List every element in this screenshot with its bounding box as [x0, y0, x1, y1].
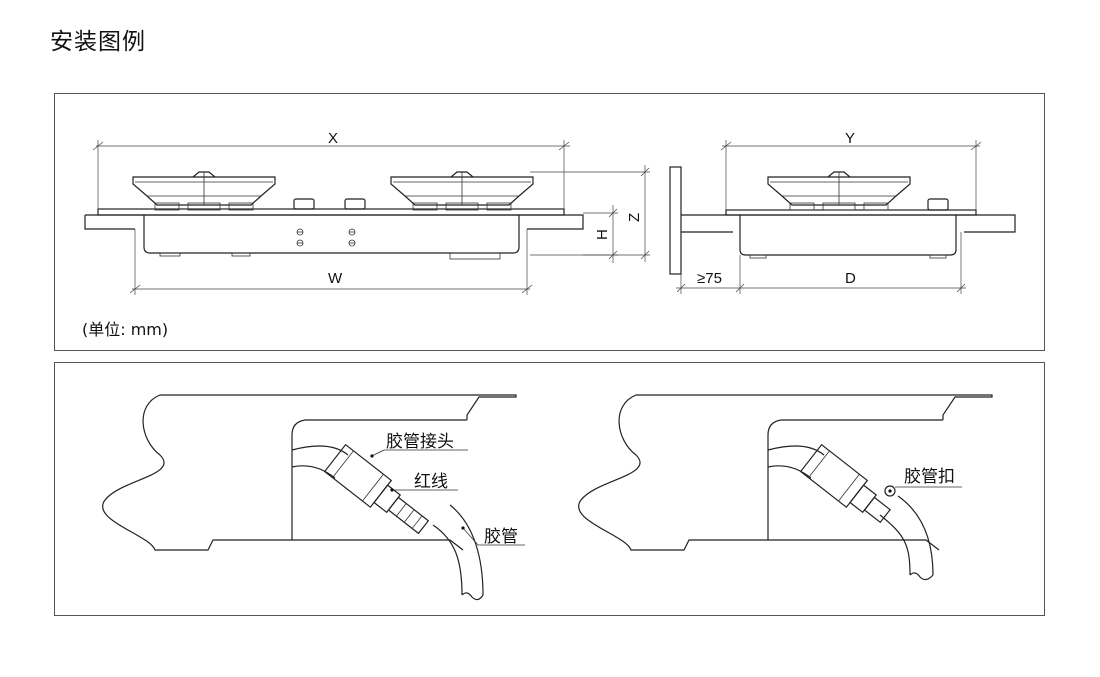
callout-hose-connector: 胶管接头: [386, 432, 454, 452]
front-view-drawing: [84, 140, 650, 295]
dimension-d-label: D: [845, 270, 856, 287]
page-title: 安装图例: [50, 29, 146, 55]
hose-connection-panel: [54, 362, 1045, 616]
dimension-diagram-panel: [54, 93, 1045, 351]
connection-b-drawing: [578, 394, 993, 581]
dimension-y-label: Y: [845, 130, 855, 147]
side-view-drawing: [669, 140, 1016, 294]
dimension-x-label: X: [328, 130, 338, 147]
wall-clearance-label: ≥75: [697, 270, 722, 287]
callout-red-line: 红线: [414, 472, 448, 492]
callout-hose-clamp: 胶管扣: [904, 467, 955, 487]
connection-a-drawing: [102, 394, 525, 601]
dimension-h-label: H: [594, 229, 611, 240]
unit-note: (单位: mm): [82, 320, 168, 339]
dimension-w-label: W: [328, 270, 343, 287]
callout-hose: 胶管: [484, 527, 518, 547]
dimension-z-label: Z: [626, 213, 643, 222]
